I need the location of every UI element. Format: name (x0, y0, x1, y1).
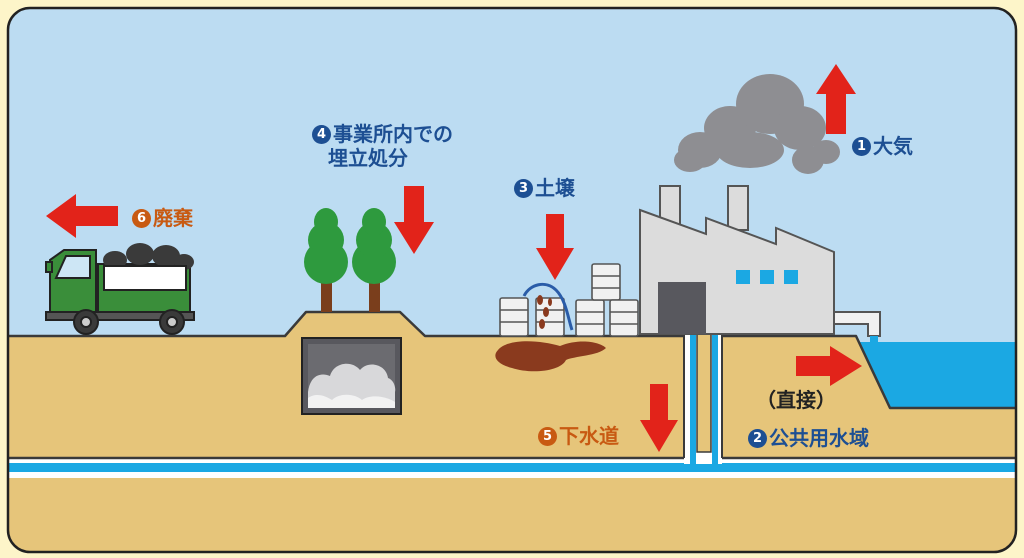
label-direct: （直接） (756, 388, 836, 412)
arrow-down-sewer (640, 384, 678, 452)
trees (304, 208, 396, 312)
smoke-cloud (674, 74, 840, 174)
diagram-frame (6, 6, 1018, 554)
label-landfill-number: 4 (312, 124, 331, 144)
spill-hose (522, 282, 574, 331)
label-sewer-text: 下水道 (559, 424, 619, 448)
label-atmosphere: 1 大気 (852, 134, 913, 158)
label-landfill: 4 事業所内での 埋立処分 (312, 122, 453, 170)
label-disposal: 6 廃棄 (132, 206, 193, 230)
label-landfill-line2: 埋立処分 (328, 146, 408, 170)
label-sewer: 5 下水道 (538, 424, 619, 448)
label-disposal-number: 6 (132, 208, 151, 228)
label-public-water: 2 公共用水域 (748, 426, 869, 450)
arrow-down-soil (536, 214, 574, 280)
arrow-down-landfill (394, 186, 434, 254)
factory-drain-pipes (683, 333, 723, 464)
label-soil: 3 土壌 (514, 176, 575, 200)
garbage-truck (45, 243, 195, 335)
label-disposal-text: 廃棄 (153, 206, 193, 230)
arrow-left-disposal (46, 194, 118, 238)
label-sewer-number: 5 (538, 426, 557, 446)
label-soil-text: 土壌 (535, 176, 575, 200)
landfill-pit (301, 337, 402, 415)
label-landfill-line1: 事業所内での (333, 122, 453, 146)
factory (639, 185, 881, 337)
soil-contamination-puddle (495, 341, 606, 372)
label-soil-number: 3 (514, 178, 533, 198)
label-public-water-text: 公共用水域 (769, 426, 869, 450)
label-atmosphere-number: 1 (852, 136, 871, 156)
drums (499, 263, 639, 337)
label-direct-text: （直接） (756, 388, 836, 412)
ground-lower (8, 476, 1016, 552)
arrow-right-direct (796, 346, 862, 386)
label-atmosphere-text: 大気 (873, 134, 913, 158)
arrow-up-atmosphere (816, 64, 856, 134)
label-public-water-number: 2 (748, 428, 767, 448)
